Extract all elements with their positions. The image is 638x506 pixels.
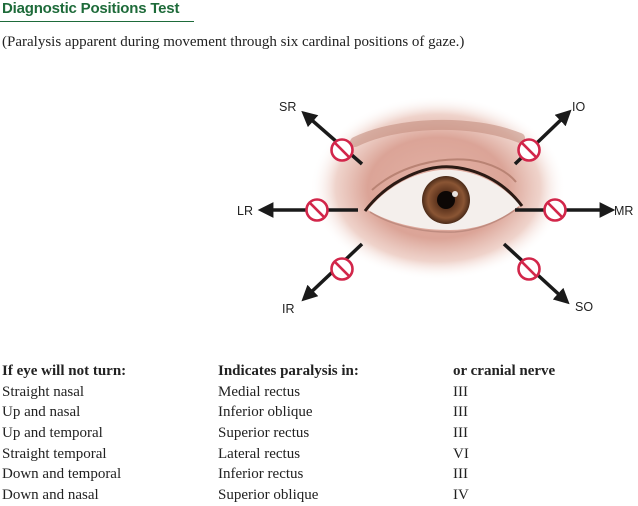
table-cell: Down and nasal <box>2 486 99 503</box>
table-cell: Inferior oblique <box>218 404 313 421</box>
table-header-row: If eye will not turn: Indicates paralysi… <box>2 360 603 382</box>
column-header: or cranial nerve <box>453 362 556 379</box>
eye <box>363 158 524 233</box>
page-subtitle: (Paralysis apparent during movement thro… <box>2 34 465 50</box>
upper-eyelid <box>363 165 524 212</box>
paralysis-table: If eye will not turn: Indicates paralysi… <box>2 360 603 506</box>
label-mr: MR <box>614 204 633 218</box>
label-lr: LR <box>237 204 253 218</box>
prohibit-icon <box>330 138 354 162</box>
column-header: Indicates paralysis in: <box>218 362 359 379</box>
prohibit-icon <box>517 138 541 162</box>
column-header: If eye will not turn: <box>2 362 127 379</box>
table-row: Down and temporal Inferior rectus III <box>2 464 603 485</box>
label-ir: IR <box>282 302 295 316</box>
table-cell: IV <box>453 486 469 503</box>
table-cell: III <box>453 404 468 421</box>
table-cell: Lateral rectus <box>218 445 301 462</box>
arrow-sr <box>301 110 364 166</box>
eye-gaze-diagram: SR IO LR MR IR SO <box>237 96 633 316</box>
eyebrow <box>350 119 525 147</box>
label-io: IO <box>572 100 585 114</box>
table-cell: Superior oblique <box>218 486 319 503</box>
table-cell: III <box>453 383 468 400</box>
table-row: Straight nasal Medial rectus III <box>2 382 603 403</box>
pupil <box>437 191 455 209</box>
prohibit-icon <box>305 198 329 222</box>
eyelid-crease <box>371 158 517 191</box>
page-title: Diagnostic Positions Test <box>2 0 180 17</box>
table-cell: VI <box>453 445 469 462</box>
label-sr: SR <box>279 100 296 114</box>
table-cell: Up and nasal <box>2 404 81 421</box>
table-row: Up and temporal Superior rectus III <box>2 423 603 444</box>
table-cell: Superior rectus <box>218 424 310 441</box>
table-cell: Medial rectus <box>218 383 301 400</box>
table-cell: Down and temporal <box>2 466 122 483</box>
label-so: SO <box>575 300 593 314</box>
table-cell: III <box>453 466 468 483</box>
prohibit-icon <box>517 257 541 281</box>
table-row: Straight temporal Lateral rectus VI <box>2 444 603 465</box>
table-row: Down and nasal Superior oblique IV <box>2 485 603 506</box>
prohibit-icon <box>543 198 567 222</box>
table-cell: Inferior rectus <box>218 466 304 483</box>
table-cell: III <box>453 424 468 441</box>
table-row: Up and nasal Inferior oblique III <box>2 403 603 424</box>
table-cell: Straight temporal <box>2 445 107 462</box>
table-cell: Up and temporal <box>2 424 103 441</box>
title-rule <box>0 21 194 22</box>
table-cell: Straight nasal <box>2 383 85 400</box>
lower-eyelid <box>369 206 520 233</box>
prohibit-icon <box>330 257 354 281</box>
